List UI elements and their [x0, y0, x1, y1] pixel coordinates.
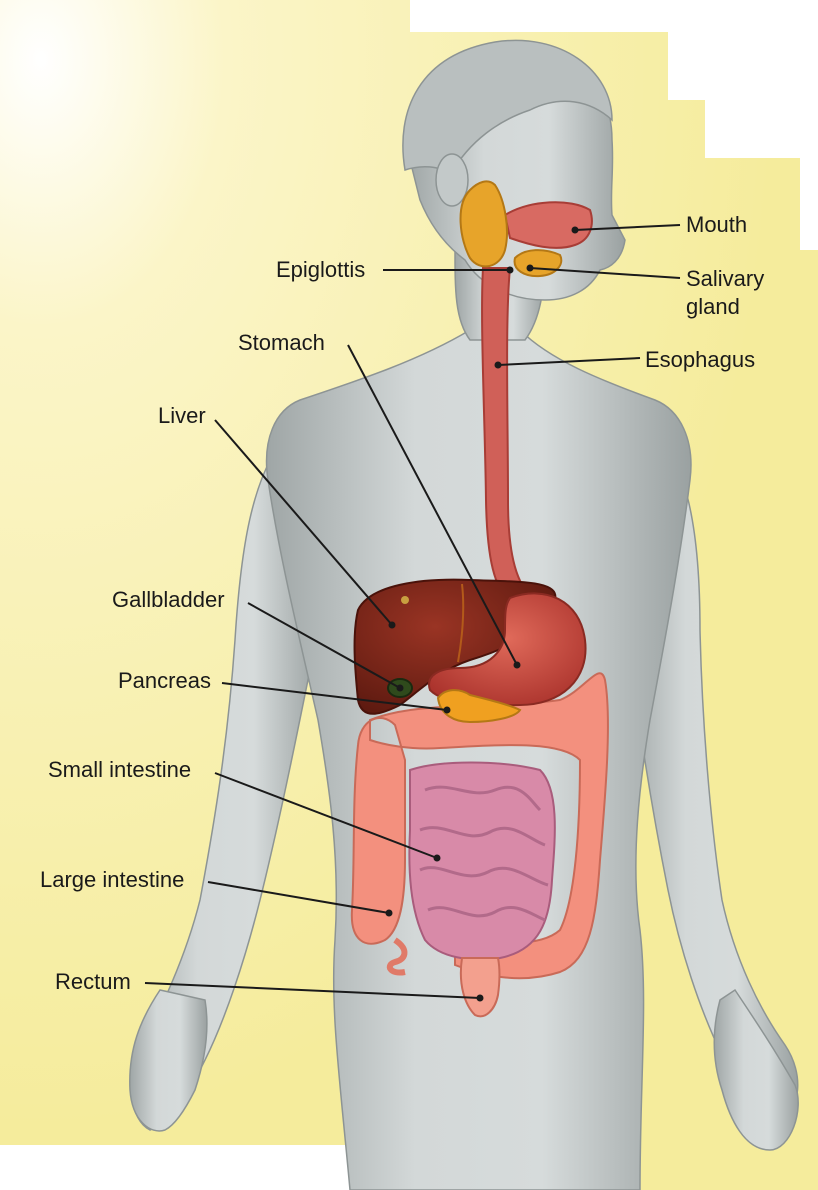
- leader-dots: [385, 226, 579, 1002]
- label-salivary-gland-line2: gland: [686, 294, 740, 319]
- liver-highlight: [401, 596, 409, 604]
- torso: [265, 329, 692, 1190]
- pancreas-leader: [221, 682, 448, 711]
- label-esophagus: Esophagus: [645, 347, 756, 372]
- pancreas-shape: [436, 689, 522, 724]
- large-intestine-shape: [350, 672, 609, 980]
- salivary-gland-parotid: [459, 180, 508, 268]
- right-hand: [713, 988, 799, 1151]
- gallbladder-leader: [247, 602, 401, 689]
- leader-lines: [144, 224, 681, 999]
- label-pancreas: Pancreas: [118, 668, 211, 693]
- label-salivary-gland-line1: Salivary: [686, 266, 765, 291]
- left-hand: [129, 989, 208, 1132]
- liver-ligament: [457, 583, 465, 663]
- rectum-shape: [459, 957, 501, 1018]
- liver-leader: [214, 419, 393, 626]
- salivary-gland-sub: [513, 249, 563, 278]
- small-intestine-coils: [419, 785, 549, 922]
- salivary-leader: [529, 267, 681, 279]
- mouth-leader: [574, 224, 681, 231]
- ear: [435, 153, 469, 207]
- label-stomach: Stomach: [238, 330, 325, 355]
- label-epiglottis: Epiglottis: [276, 257, 366, 282]
- human-body: [129, 39, 799, 1190]
- large-intestine-leader: [207, 881, 390, 914]
- label-mouth: Mouth: [686, 212, 748, 237]
- stomach-leader: [347, 344, 518, 666]
- label-small-intestine: Small intestine: [48, 757, 192, 782]
- label-large-intestine: Large intestine: [40, 867, 185, 892]
- label-gallbladder: Gallbladder: [112, 587, 225, 612]
- label-rectum: Rectum: [55, 969, 131, 994]
- rectum-leader: [144, 982, 481, 999]
- digestive-organs: [350, 180, 609, 1018]
- esophagus-leader: [497, 357, 641, 366]
- small-intestine-shape: [408, 761, 556, 961]
- mouth-cavity: [503, 201, 593, 249]
- small-intestine-leader: [214, 772, 438, 859]
- appendix: [386, 937, 408, 976]
- label-liver: Liver: [158, 403, 206, 428]
